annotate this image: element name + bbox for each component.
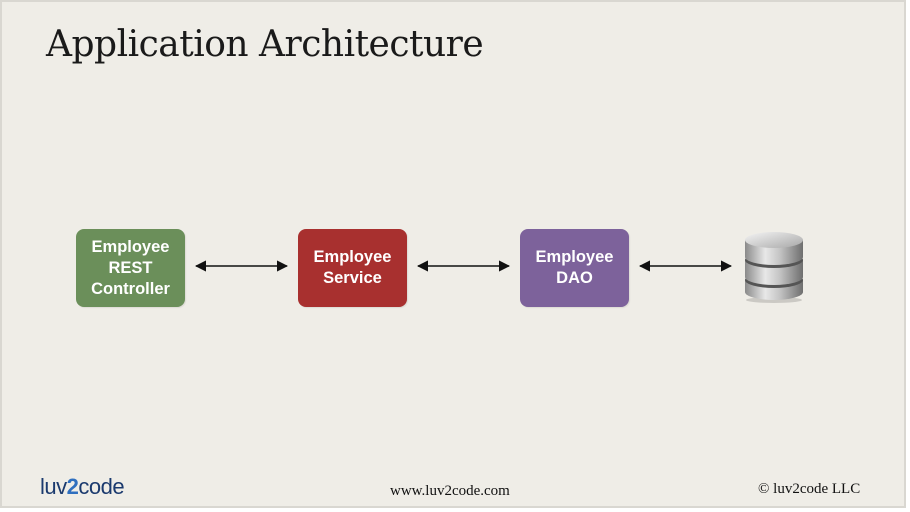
box-label: Employee Service — [313, 248, 392, 287]
footer-url: www.luv2code.com — [390, 483, 510, 499]
logo-text-code: code — [78, 474, 125, 499]
footer-copyright: © luv2code LLC — [758, 481, 861, 497]
luv2code-logo: luv2code — [40, 474, 125, 500]
box-label: Employee DAO — [535, 248, 614, 287]
employee-rest-controller-box: Employee REST Controller — [76, 229, 185, 307]
box-label: Employee REST Controller — [91, 237, 170, 298]
database-icon — [745, 232, 803, 303]
employee-dao-box: Employee DAO — [520, 229, 629, 307]
logo-text-2: 2 — [66, 474, 79, 499]
employee-service-box: Employee Service — [298, 229, 407, 307]
slide-title: Application Architecture — [46, 24, 484, 65]
logo-text-luv: luv — [40, 474, 67, 499]
